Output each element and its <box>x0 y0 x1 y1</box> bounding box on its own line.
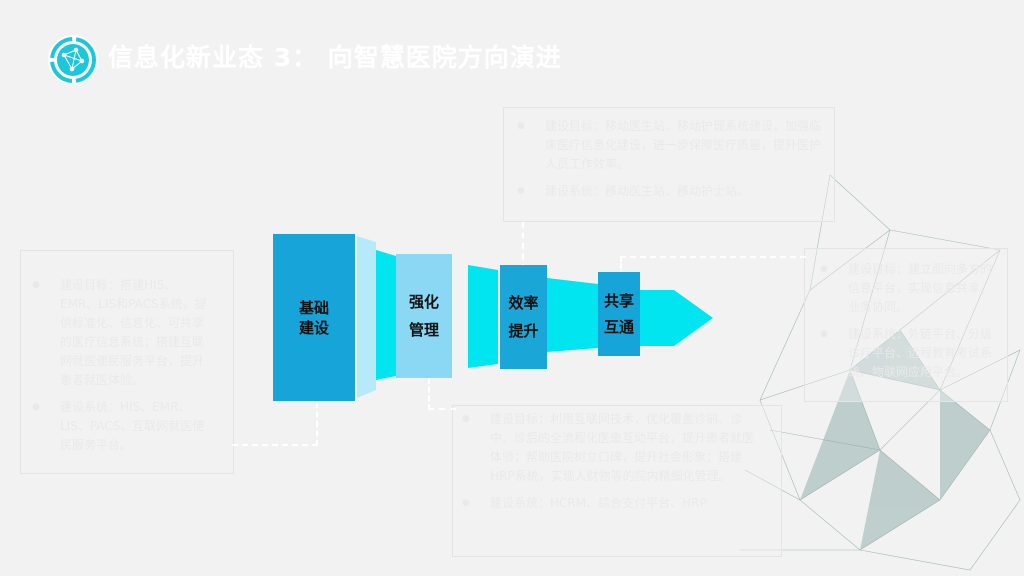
funnel-segment-5 <box>640 290 674 346</box>
globe-logo-icon <box>48 35 98 85</box>
connector-left <box>232 402 318 446</box>
stage-1-line2: 建设 <box>298 318 329 337</box>
stage-2-line1: 强化 <box>408 293 439 311</box>
funnel-arrow <box>357 236 713 398</box>
left-card-goal: 建设目标：搭建HIS、EMR、LIS和PACS系统，提供标准化、信息化、可共享的… <box>30 276 210 390</box>
stage-box-4: 共享 互通 <box>598 272 640 356</box>
bottom-card-goal: 建设目标：利用互联网技术，优化覆盖诊前、诊中、诊后的全流程化医患互动平台，提升患… <box>460 410 760 486</box>
funnel-segment-3 <box>468 265 498 368</box>
left-card-system: 建设系统：HIS、EMR、LIS、PACS、互联网就医便民服务平台。 <box>30 398 210 455</box>
funnel-segment-2 <box>376 250 396 380</box>
left-card-text: 建设目标：搭建HIS、EMR、LIS和PACS系统，提供标准化、信息化、可共享的… <box>30 276 210 455</box>
top-card-system: 建设系统：移动医生站、移动护士站。 <box>515 182 825 201</box>
funnel-segment-1 <box>357 236 376 398</box>
connector-top <box>522 222 524 270</box>
page-title: 信息化新业态 3： 向智慧医院方向演进 <box>108 43 562 72</box>
stage-3-line1: 效率 <box>508 294 539 312</box>
connector-right <box>620 256 806 276</box>
top-card-text: 建设目标：移动医生站、移动护理系统建设，加强临床医疗信息化建设，进一步保障医疗质… <box>515 117 825 201</box>
stage-box-3: 效率 提升 <box>500 265 547 369</box>
stage-4-line2: 互通 <box>603 318 634 336</box>
stage-box-2: 强化 管理 <box>396 254 452 378</box>
bottom-card-text: 建设目标：利用互联网技术，优化覆盖诊前、诊中、诊后的全流程化医患互动平台，提升患… <box>460 410 760 513</box>
top-card-goal: 建设目标：移动医生站、移动护理系统建设，加强临床医疗信息化建设，进一步保障医疗质… <box>515 117 825 174</box>
right-card-system: 建设系统：外链平台、分级诊疗平台、远程教育考试系统、物联网应用平台。 <box>818 325 996 382</box>
connector-bottom <box>428 378 456 410</box>
stage-3-line2: 提升 <box>508 322 539 340</box>
stage-2-line2: 管理 <box>408 321 439 339</box>
funnel-segment-4 <box>547 278 598 352</box>
stage-4-line1: 共享 <box>603 292 634 310</box>
stage-1-line1: 基础 <box>298 298 329 317</box>
bottom-card-system: 建设系统：HCRM、综合支付平台、HRP <box>460 494 760 513</box>
right-card-goal: 建设目标：建立面向多方的信息平台，实现信息共享、业务协同。 <box>818 260 996 317</box>
right-card-text: 建设目标：建立面向多方的信息平台，实现信息共享、业务协同。 建设系统：外链平台、… <box>818 260 996 382</box>
stage-box-1: 基础 建设 <box>273 234 355 401</box>
